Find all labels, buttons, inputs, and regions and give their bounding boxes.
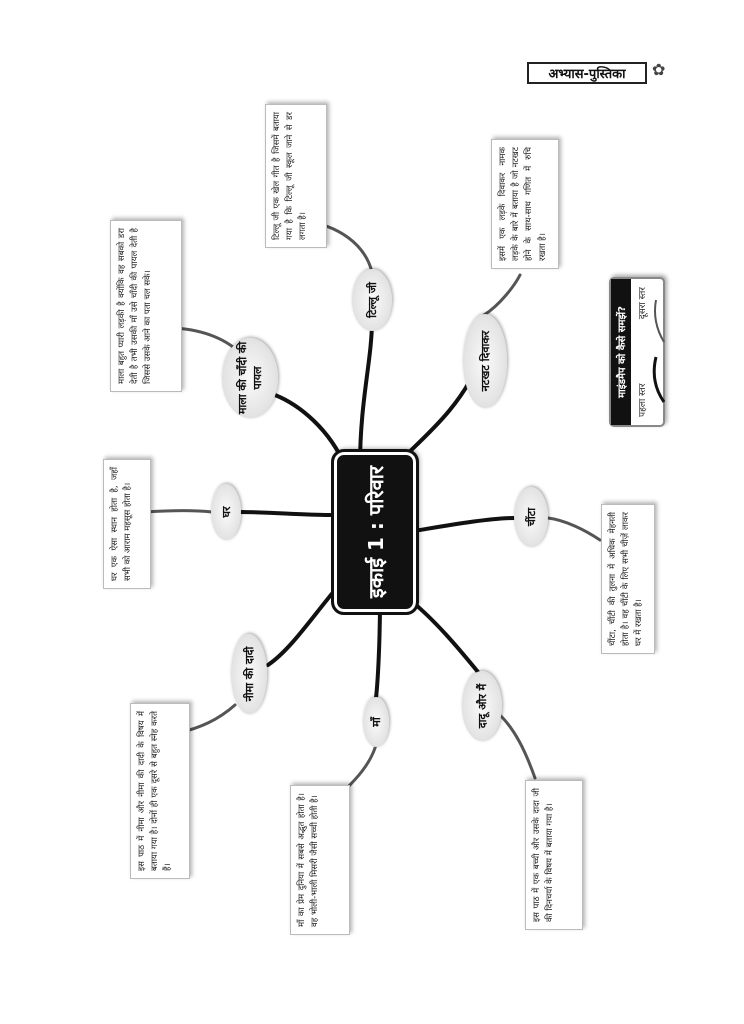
topic-label: माँ — [369, 717, 383, 727]
topic-bubble-cheenta: चींटा — [514, 487, 548, 547]
mind-map-help-title: माइंडमैप को कैसे समझें? — [611, 279, 631, 425]
note-text: चींटा, चींटी की तुलना में अधिक मेहनती हो… — [608, 512, 645, 646]
central-topic: इकाई 1 : परिवार — [332, 446, 418, 618]
link-center-tilloo — [358, 318, 374, 468]
note-natkhat: इसमें एक लड़के दिवाकर नामक लड़के के बारे… — [491, 139, 559, 269]
note-dadu: इस पाठ में एक बच्ची और उसके दादा जी की द… — [525, 780, 583, 930]
note-neema: इस पाठ में नीमा और नीमा की दादी के विषय … — [130, 703, 190, 879]
note-ghar: घर एक ऐसा स्थान होता है, जहाँ सभी को आरा… — [103, 459, 151, 589]
central-topic-label: इकाई 1 : परिवार — [363, 465, 388, 599]
workbook-badge: अभ्यास-पुस्तिका — [527, 62, 647, 84]
note-text: इसमें एक लड़के दिवाकर नामक लड़के के बारे… — [498, 147, 548, 261]
link-dadu-note — [498, 713, 537, 780]
note-text: माँ का प्रेम दुनिया में सबसे अद्भुत होता… — [297, 793, 321, 927]
link-center-neema — [266, 588, 337, 667]
link-center-maa — [374, 598, 382, 700]
topic-bubble-ghar: घर — [211, 484, 241, 540]
topic-label: नीमा की दादी — [242, 646, 256, 702]
note-cheenta: चींटा, चींटी की तुलना में अधिक मेहनती हो… — [601, 504, 655, 654]
level-curves-icon — [652, 299, 666, 403]
note-tilloo: टिल्लू जी एक खेल गीत है जिसमें बताया गया… — [265, 104, 327, 248]
note-maa: माँ का प्रेम दुनिया में सबसे अद्भुत होता… — [290, 785, 350, 935]
topic-bubble-mala: माला की चाँदी की पायल — [222, 338, 278, 418]
note-text: इस पाठ में एक बच्ची और उसके दादा जी की द… — [532, 788, 556, 922]
topic-label: चींटा — [524, 507, 538, 527]
mind-map-help-box: माइंडमैप को कैसे समझें? पहला स्तर दूसरा … — [609, 277, 666, 427]
ladybug-icon: ✿ — [652, 60, 666, 79]
topic-bubble-tilloo: टिल्लू जी — [352, 269, 392, 331]
topic-label: दादू और मैं — [475, 683, 489, 729]
note-text: इस पाठ में नीमा और नीमा की दादी के विषय … — [137, 711, 174, 871]
link-center-mala — [273, 393, 347, 468]
topic-label: नटखट दिवाकर — [478, 330, 492, 392]
badge-label: अभ्यास-पुस्तिका — [548, 67, 626, 82]
link-center-cheenta — [418, 516, 517, 532]
topic-bubble-natkhat: नटखट दिवाकर — [463, 314, 507, 408]
topic-bubble-neema: नीमा की दादी — [231, 634, 267, 714]
topic-label: घर — [219, 506, 233, 518]
note-text: टिल्लू जी एक खेल गीत है जिसमें बताया गया… — [272, 112, 309, 240]
link-center-ghar — [238, 510, 332, 517]
level-one-label: पहला स्तर — [638, 383, 648, 418]
note-mala: माला बहुत प्यारी लड़की है क्योंकि वह सबक… — [110, 220, 182, 392]
topic-bubble-dadu: दादू और मैं — [462, 671, 502, 741]
topic-label: माला की चाँदी की पायल — [236, 341, 264, 415]
link-maa-note — [343, 743, 378, 792]
level-two-label: दूसरा स्तर — [638, 287, 648, 320]
note-text: घर एक ऐसा स्थान होता है, जहाँ सभी को आरा… — [110, 467, 134, 581]
link-natkhat-note — [482, 273, 522, 317]
link-cheenta-note — [546, 516, 602, 542]
note-text: माला बहुत प्यारी लड़की है क्योंकि वह सबक… — [117, 228, 154, 384]
link-ghar-note — [143, 509, 214, 514]
topic-bubble-maa: माँ — [363, 697, 389, 747]
topic-label: टिल्लू जी — [365, 282, 379, 318]
link-center-dadu — [408, 598, 480, 674]
